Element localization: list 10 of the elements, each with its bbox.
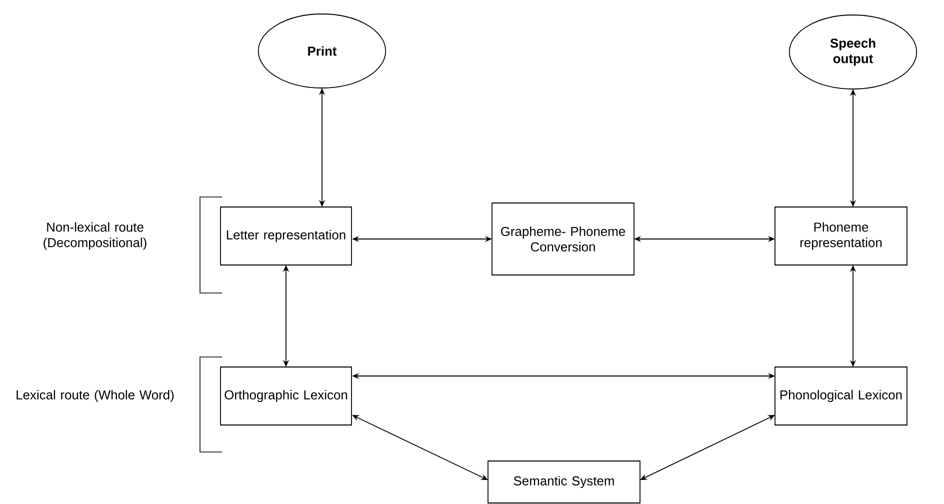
oval-node: Print <box>258 14 386 88</box>
oval-node: Speech output <box>788 14 918 90</box>
process-box: Grapheme- Phoneme Conversion <box>492 202 634 276</box>
process-box: Letter representation <box>220 206 352 266</box>
process-box: Phonological Lexicon <box>774 366 908 426</box>
route-label: Non-lexical route (Decompositional) <box>44 222 146 250</box>
process-box: Phoneme representation <box>774 206 908 266</box>
route-label: Lexical route (Whole Word) <box>16 390 174 402</box>
process-box: Semantic System <box>488 460 640 504</box>
process-box: Orthographic Lexicon <box>220 366 352 426</box>
